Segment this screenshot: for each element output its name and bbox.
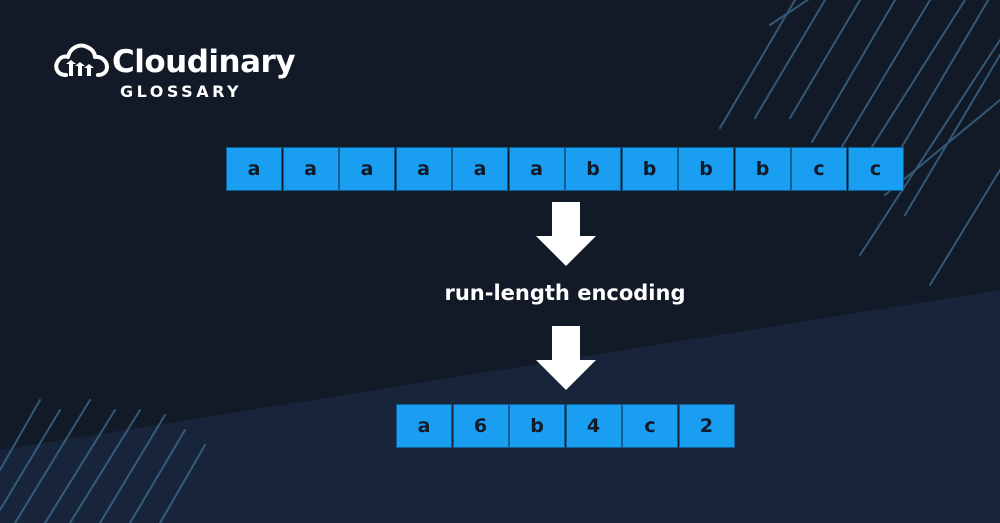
output-cell: 6	[452, 404, 509, 448]
down-arrow-icon	[536, 326, 596, 390]
input-cell: a	[339, 147, 395, 191]
input-cell: c	[847, 147, 904, 191]
input-sequence: a a a a a a b b b b c c	[226, 147, 904, 191]
output-cell: c	[622, 404, 678, 448]
input-cell: b	[621, 147, 678, 191]
input-cell: a	[226, 147, 282, 191]
output-cell: 2	[678, 404, 735, 448]
step-label: run-length encoding	[444, 281, 686, 305]
output-cell: 4	[565, 404, 622, 448]
input-cell: b	[565, 147, 621, 191]
input-cell: a	[395, 147, 452, 191]
output-cell: a	[396, 404, 452, 448]
output-sequence: a 6 b 4 c 2	[396, 404, 735, 448]
input-cell: a	[452, 147, 508, 191]
output-cell: b	[509, 404, 565, 448]
input-cell: b	[678, 147, 734, 191]
cloud-with-bars-icon	[54, 43, 109, 77]
input-cell: a	[508, 147, 565, 191]
brand-subtitle: GLOSSARY	[120, 82, 243, 101]
input-cell: c	[791, 147, 847, 191]
input-cell: b	[734, 147, 791, 191]
input-cell: a	[282, 147, 339, 191]
brand-name: Cloudinary	[112, 44, 296, 80]
down-arrow-icon	[536, 202, 596, 266]
